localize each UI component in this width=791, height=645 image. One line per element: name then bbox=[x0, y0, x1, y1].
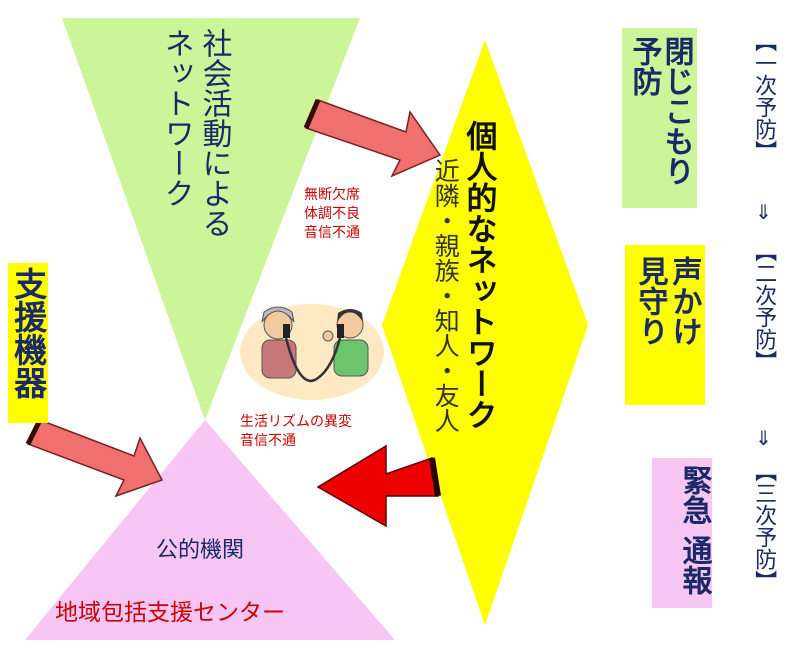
community-center-label: 地域包括支援センター bbox=[55, 600, 285, 626]
phone-call-illustration bbox=[240, 304, 384, 400]
public-agency-triangle bbox=[25, 420, 395, 640]
stage-arrow-1: ⇓ bbox=[755, 200, 772, 224]
social-network-label-line2: ネットワーク bbox=[158, 28, 194, 208]
personal-network-title: 個人的なネットワーク bbox=[460, 120, 497, 430]
tertiary-prevention-box bbox=[652, 458, 712, 608]
social-network-label-line1: 社会活動による bbox=[196, 28, 232, 238]
arrow-device-to-agency bbox=[25, 418, 164, 498]
primary-prevention-stage: 【一次予防】 bbox=[751, 30, 777, 162]
signals-upper: 無断欠席 体調不良 音信不通 bbox=[304, 186, 360, 243]
signal-upper-3: 音信不通 bbox=[304, 224, 360, 241]
support-device-box bbox=[8, 263, 48, 423]
personal-network-diamond bbox=[382, 40, 588, 625]
arrow-social-to-personal bbox=[303, 99, 442, 178]
secondary-prevention-line1: 声かけ bbox=[666, 256, 702, 346]
signal-lower-2: 音信不通 bbox=[240, 432, 296, 449]
arrow-personal-to-agency bbox=[316, 444, 441, 528]
support-device-label: 支援機器 bbox=[8, 267, 48, 399]
secondary-prevention-box bbox=[625, 245, 705, 405]
stage-arrow-2: ⇓ bbox=[755, 426, 772, 450]
secondary-prevention-line2: 見守り bbox=[632, 256, 668, 346]
public-agency-label: 公的機関 bbox=[156, 538, 245, 563]
tertiary-prevention-line1: 緊急 bbox=[676, 465, 712, 525]
social-network-triangle bbox=[62, 18, 360, 420]
signal-lower-1: 生活リズムの異変 bbox=[240, 414, 352, 430]
signals-lower: 生活リズムの異変 音信不通 bbox=[240, 413, 352, 451]
signal-upper-2: 体調不良 bbox=[304, 205, 360, 222]
tertiary-prevention-line2: 通報 bbox=[676, 535, 712, 595]
secondary-prevention-stage: 【二次予防】 bbox=[751, 240, 777, 372]
primary-prevention-line1: 閉じこもり bbox=[658, 36, 694, 186]
personal-network-subtitle: 近隣・親族・知人・友人 bbox=[431, 158, 461, 433]
tertiary-prevention-stage: 【三次予防】 bbox=[751, 460, 777, 592]
primary-prevention-box bbox=[622, 28, 697, 208]
signal-upper-1: 無断欠席 bbox=[304, 187, 360, 203]
primary-prevention-line2: 予防 bbox=[626, 36, 662, 96]
